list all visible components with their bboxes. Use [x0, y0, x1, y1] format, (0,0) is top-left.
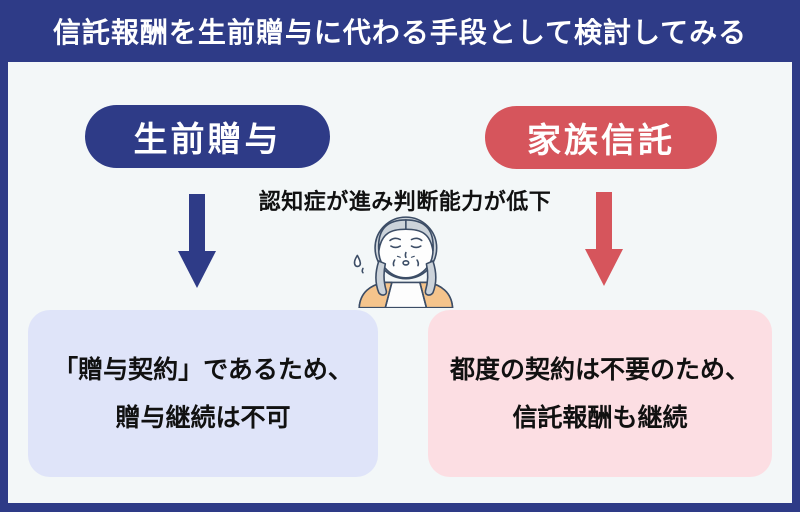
worried-elderly-woman-icon [348, 214, 460, 308]
gift-result-line1: 「贈与契約」であるため、 [53, 355, 353, 384]
content-panel: 生前贈与 家族信託 認知症が進み判断能力が低下 [8, 62, 792, 503]
dementia-caption: 認知症が進み判断能力が低下 [258, 189, 552, 214]
gift-result-box: 「贈与契約」であるため、 贈与継続は不可 [28, 310, 378, 477]
gift-result-line2: 贈与継続は不可 [115, 403, 291, 432]
down-arrow-right-icon [584, 192, 624, 288]
family-trust-pill: 家族信託 [485, 106, 717, 169]
trust-result-line1: 都度の契約は不要のため、 [449, 355, 750, 384]
lifetime-gift-pill: 生前贈与 [85, 105, 330, 168]
down-arrow-left-icon [177, 194, 217, 290]
header-title: 信託報酬を生前贈与に代わる手段として検討してみる [52, 17, 748, 48]
trust-result-box: 都度の契約は不要のため、 信託報酬も継続 [428, 310, 772, 477]
trust-result-line2: 信託報酬も継続 [512, 403, 688, 432]
